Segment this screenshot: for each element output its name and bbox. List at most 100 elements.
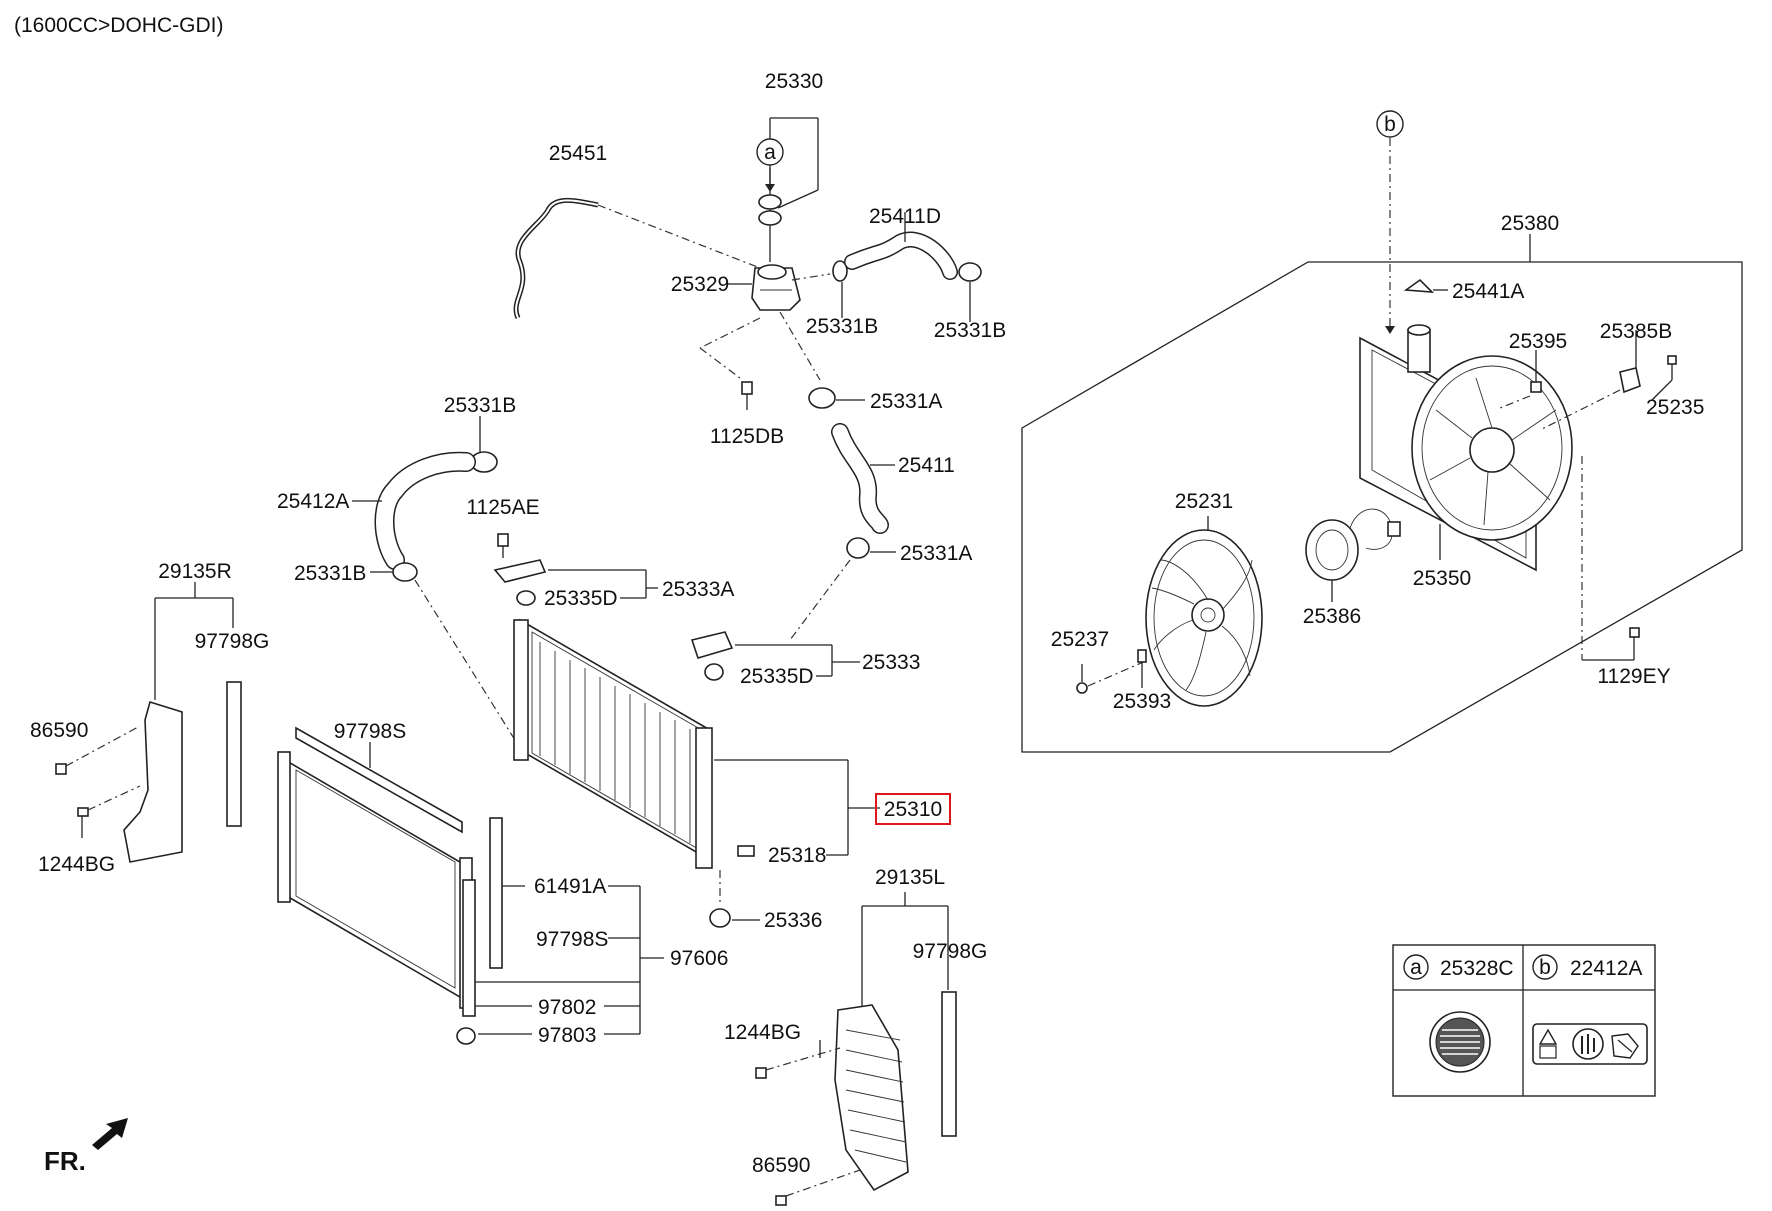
label-25395[interactable]: 25395 (1509, 330, 1567, 353)
condenser-97606 (277, 751, 473, 1009)
label-25411[interactable]: 25411 (898, 454, 955, 477)
cap-seal (758, 194, 782, 210)
label-1244bg-b[interactable]: 1244BG (724, 1021, 801, 1044)
nut-25237 (1076, 682, 1088, 694)
label-97798s-b[interactable]: 97798S (536, 928, 608, 951)
bolt-1129ey (1629, 627, 1640, 638)
label-25331b-c[interactable]: 25331B (444, 394, 516, 417)
connector-25385b (1619, 367, 1641, 394)
hose-clamp-d (846, 537, 870, 559)
highlight-box-25310 (875, 793, 951, 825)
mount-insulator-b (704, 663, 724, 681)
front-label: FR. (44, 1146, 86, 1176)
side-air-guard-61491a (489, 817, 503, 969)
part-labels: 25330 25451 25411D 25329 25331B 25331B 1… (30, 70, 1704, 1177)
fan-group-boundary (1021, 261, 1743, 753)
air-guard-seal-upper (295, 726, 463, 834)
label-25385b[interactable]: 25385B (1600, 320, 1672, 343)
label-25237[interactable]: 25237 (1051, 628, 1109, 651)
label-1244bg-a[interactable]: 1244BG (38, 853, 115, 876)
hose-clamp-c (808, 387, 836, 409)
label-25310[interactable]: 25310 (884, 798, 942, 821)
label-97803[interactable]: 97803 (538, 1024, 596, 1047)
legend-a-part: 25328C (1440, 957, 1514, 980)
label-25331b-d[interactable]: 25331B (294, 562, 366, 585)
seal-97798g-right (941, 991, 957, 1137)
ref-b-circle (1376, 110, 1404, 138)
front-direction-marker: FR. (44, 1118, 128, 1176)
label-25412a[interactable]: 25412A (277, 490, 349, 513)
label-97802[interactable]: 97802 (538, 996, 596, 1019)
label-29135r[interactable]: 29135R (158, 560, 232, 583)
filler-neck (751, 264, 801, 311)
label-25235[interactable]: 25235 (1646, 396, 1704, 419)
label-25331b-b[interactable]: 25331B (934, 319, 1006, 342)
fan-blade-25231 (1145, 529, 1263, 707)
legend-b-marker: b (1539, 956, 1551, 979)
label-25231[interactable]: 25231 (1175, 490, 1233, 513)
ref-a-circle (756, 138, 784, 166)
drain-plug (737, 845, 755, 857)
receiver-drier (462, 879, 476, 1017)
label-25318[interactable]: 25318 (768, 844, 826, 867)
hose-clamp-f (392, 562, 418, 582)
label-1125ae[interactable]: 1125AE (466, 496, 539, 519)
fastener-86590-left (55, 763, 67, 775)
label-86590-a[interactable]: 86590 (30, 719, 88, 742)
label-97606[interactable]: 97606 (670, 947, 728, 970)
legend-b-part: 22412A (1570, 957, 1642, 980)
bolt-1125db (741, 381, 753, 410)
radiator-25310 (513, 618, 713, 869)
label-25331b-a[interactable]: 25331B (806, 315, 878, 338)
seal-97798g-left (226, 681, 242, 827)
fan-shroud-25350 (1359, 324, 1573, 572)
upper-bracket-b (690, 631, 734, 659)
upper-bracket-a (493, 559, 547, 583)
label-25330[interactable]: 25330 (765, 70, 823, 93)
hose-clamp-b (958, 262, 982, 282)
label-61491a[interactable]: 61491A (534, 875, 606, 898)
legend-table: a 25328C b 22412A (1392, 944, 1656, 1097)
lower-insulator (709, 908, 731, 928)
washer-25393 (1137, 649, 1147, 663)
label-25441a[interactable]: 25441A (1452, 280, 1524, 303)
label-25386[interactable]: 25386 (1303, 605, 1361, 628)
label-25350[interactable]: 25350 (1413, 567, 1471, 590)
resistor-25235 (1667, 355, 1677, 365)
filler-cap (758, 210, 782, 226)
label-1129ey[interactable]: 1129EY (1597, 665, 1670, 688)
hose-clamp-a (832, 260, 848, 282)
label-25336[interactable]: 25336 (764, 909, 822, 932)
fan-motor-25386 (1305, 508, 1401, 581)
label-25329[interactable]: 25329 (671, 273, 729, 296)
label-25451[interactable]: 25451 (549, 142, 607, 165)
label-97798s-a[interactable]: 97798S (334, 720, 406, 743)
warning-label-graphic (1532, 1023, 1648, 1065)
label-97798g-b[interactable]: 97798G (913, 940, 988, 963)
label-25335d-a[interactable]: 25335D (544, 587, 618, 610)
label-25331a-b[interactable]: 25331A (900, 542, 972, 565)
label-25380[interactable]: 25380 (1501, 212, 1559, 235)
fastener-86590-right (775, 1195, 787, 1206)
label-25393[interactable]: 25393 (1113, 690, 1171, 713)
label-25333[interactable]: 25333 (862, 651, 920, 674)
label-86590-b[interactable]: 86590 (752, 1154, 810, 1177)
bolt-1244bg-right (755, 1067, 767, 1079)
cap-assembly-group: a (756, 117, 819, 262)
label-25411d[interactable]: 25411D (869, 205, 941, 228)
label-25335d-b[interactable]: 25335D (740, 665, 814, 688)
label-25331a-a[interactable]: 25331A (870, 390, 942, 413)
cap-25441a (1403, 278, 1435, 293)
drier-cap (456, 1027, 476, 1045)
air-guard-29135l (834, 1004, 909, 1192)
label-97798g-a[interactable]: 97798G (195, 630, 270, 653)
engine-spec-header: (1600CC>DOHC-GDI) (14, 14, 223, 37)
ref-b-marker: b (1384, 113, 1396, 136)
mount-insulator-a (516, 590, 536, 606)
label-29135l[interactable]: 29135L (875, 866, 945, 889)
label-1125db[interactable]: 1125DB (710, 425, 784, 448)
screw-25395 (1530, 381, 1542, 393)
label-25333a[interactable]: 25333A (662, 578, 734, 601)
air-guard-29135r (123, 700, 183, 863)
